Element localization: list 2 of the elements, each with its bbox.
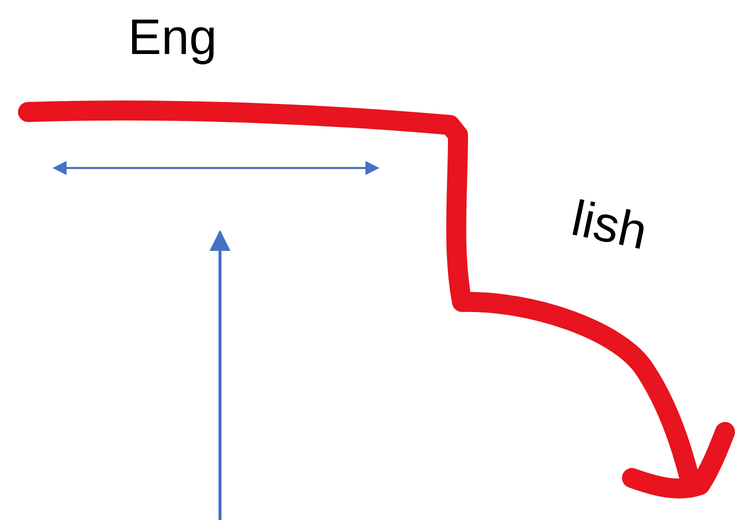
word-label: Eng <box>128 12 217 62</box>
word-label: lish <box>568 192 652 258</box>
